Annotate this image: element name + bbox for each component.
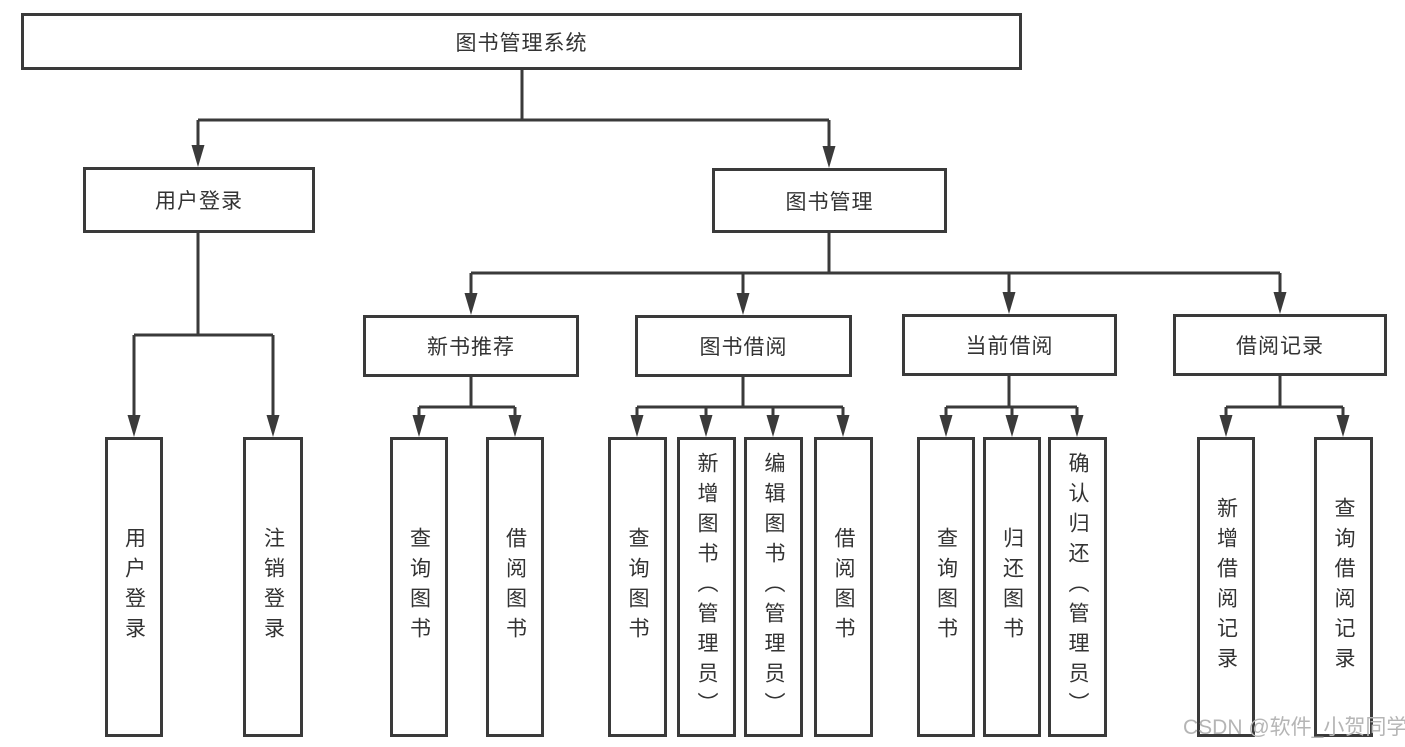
node-user-login: 用户登录 <box>83 167 315 233</box>
leaf-query-books-1: 查询图书 <box>390 437 448 737</box>
leaf-add-borrow-record-label: 新增借阅记录 <box>1214 497 1238 677</box>
leaf-confirm-return-admin-label: 确认归还（管理员） <box>1066 452 1089 722</box>
node-root: 图书管理系统 <box>21 13 1022 70</box>
leaf-add-books-admin-label: 新增图书（管理员） <box>695 452 718 722</box>
node-borrowing-records-label: 借阅记录 <box>1236 335 1324 358</box>
leaf-borrow-books-2-label: 借阅图书 <box>832 527 855 647</box>
leaf-query-borrow-record: 查询借阅记录 <box>1314 437 1373 737</box>
leaf-add-borrow-record: 新增借阅记录 <box>1197 437 1255 737</box>
node-new-book-recommend-label: 新书推荐 <box>427 336 515 359</box>
leaf-query-books-2: 查询图书 <box>608 437 667 737</box>
leaf-user-login-label: 用户登录 <box>122 527 146 647</box>
leaf-query-books-3: 查询图书 <box>917 437 975 737</box>
leaf-borrow-books-1: 借阅图书 <box>486 437 544 737</box>
node-book-management-label: 图书管理 <box>785 190 874 214</box>
arrowheads <box>127 145 1350 437</box>
node-current-borrowing: 当前借阅 <box>902 314 1117 376</box>
leaf-edit-books-admin: 编辑图书（管理员） <box>744 437 803 737</box>
node-borrowing-records: 借阅记录 <box>1173 314 1387 376</box>
node-new-book-recommend: 新书推荐 <box>363 315 579 377</box>
leaf-query-books-3-label: 查询图书 <box>934 527 958 647</box>
node-root-label: 图书管理系统 <box>455 31 588 55</box>
leaf-borrow-books-2: 借阅图书 <box>814 437 873 737</box>
leaf-return-books: 归还图书 <box>983 437 1041 737</box>
leaf-query-borrow-record-label: 查询借阅记录 <box>1332 497 1355 677</box>
connector-strokes <box>132 69 1345 420</box>
leaf-edit-books-admin-label: 编辑图书（管理员） <box>762 452 785 722</box>
node-current-borrowing-label: 当前借阅 <box>965 335 1054 358</box>
leaf-logout-label: 注销登录 <box>261 527 285 647</box>
leaf-borrow-books-1-label: 借阅图书 <box>503 527 527 647</box>
node-book-management: 图书管理 <box>712 168 947 233</box>
leaf-query-books-1-label: 查询图书 <box>407 527 431 647</box>
node-book-borrowing: 图书借阅 <box>635 315 852 377</box>
leaf-logout: 注销登录 <box>243 437 303 737</box>
leaf-add-books-admin: 新增图书（管理员） <box>677 437 736 737</box>
node-user-login-label: 用户登录 <box>155 190 243 213</box>
leaf-user-login: 用户登录 <box>105 437 163 737</box>
leaf-return-books-label: 归还图书 <box>1000 527 1024 647</box>
node-book-borrowing-label: 图书借阅 <box>699 336 788 359</box>
leaf-query-books-2-label: 查询图书 <box>626 527 649 647</box>
watermark: CSDN @软件_小贺同学 <box>1183 716 1405 739</box>
leaf-confirm-return-admin: 确认归还（管理员） <box>1048 437 1107 737</box>
